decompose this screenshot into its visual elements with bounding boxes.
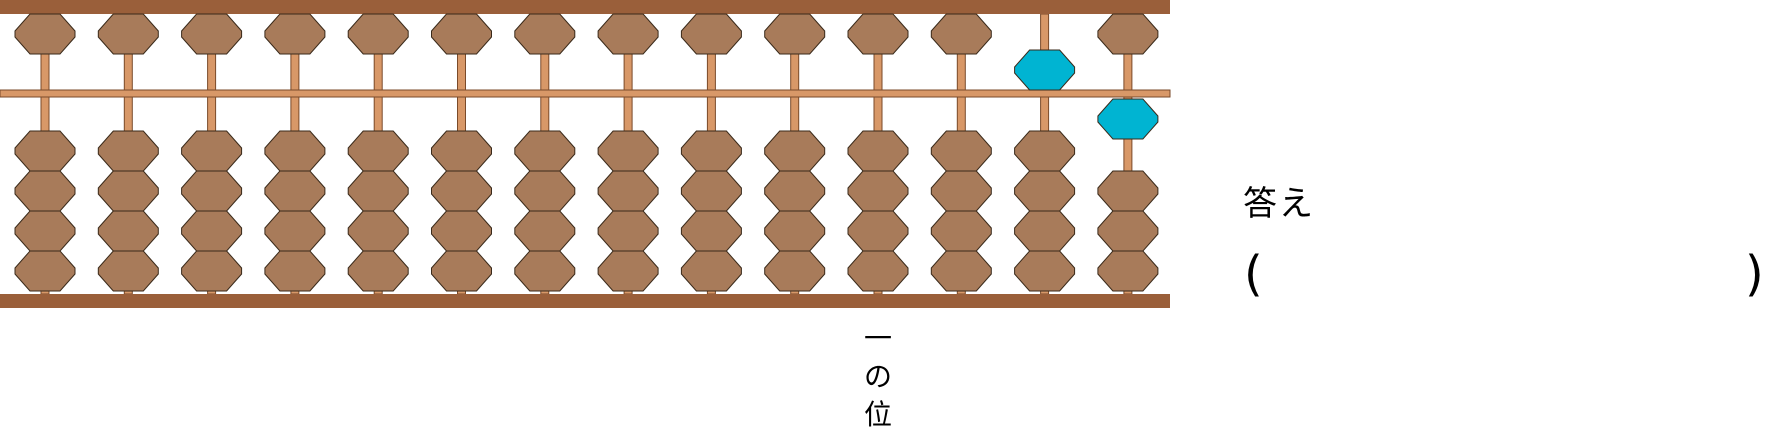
abacus-lower-bead-14-4	[1097, 250, 1159, 292]
abacus-lower-bead-10-4	[764, 250, 826, 292]
abacus-lower-bead-9-2	[680, 170, 742, 212]
abacus-beads	[14, 13, 1159, 292]
abacus-lower-bead-7-3	[514, 210, 576, 252]
answer-blank[interactable]	[1280, 252, 1730, 302]
abacus-upper-bead-14	[1097, 13, 1159, 55]
abacus-lower-bead-7-4	[514, 250, 576, 292]
abacus-upper-bead-9	[680, 13, 742, 55]
abacus-lower-bead-4-4	[264, 250, 326, 292]
abacus-lower-bead-2-2	[97, 170, 159, 212]
abacus-lower-bead-14-3	[1097, 210, 1159, 252]
abacus-lower-bead-1-3	[14, 210, 76, 252]
abacus-lower-bead-8-4	[597, 250, 659, 292]
abacus-lower-bead-13-1	[1014, 130, 1076, 172]
abacus-upper-bead-10	[764, 13, 826, 55]
abacus-lower-bead-6-3	[431, 210, 492, 252]
abacus-lower-bead-14-2	[1097, 170, 1159, 212]
abacus-lower-bead-5-1	[347, 130, 409, 172]
abacus-upper-bead-12	[930, 13, 992, 55]
abacus-upper-bead-6	[431, 13, 492, 55]
abacus-lower-bead-4-1	[264, 130, 326, 172]
unit-place-label-line1: 一	[863, 322, 892, 355]
abacus-lower-bead-2-1	[97, 130, 159, 172]
abacus-lower-bead-2-3	[97, 210, 159, 252]
abacus-upper-bead-13	[1014, 49, 1076, 91]
answer-close-paren: )	[1745, 246, 1764, 302]
abacus-lower-bead-3-1	[181, 130, 243, 172]
abacus-lower-bead-9-1	[680, 130, 742, 172]
abacus-lower-bead-14-1	[1097, 98, 1159, 140]
abacus-lower-bead-4-2	[264, 170, 326, 212]
abacus-lower-bead-11-3	[847, 210, 909, 252]
answer-open-paren: (	[1244, 246, 1263, 302]
abacus-lower-bead-12-1	[930, 130, 992, 172]
abacus-lower-bead-2-4	[97, 250, 159, 292]
abacus-bottom-frame	[0, 294, 1170, 308]
abacus-lower-bead-13-2	[1014, 170, 1076, 212]
abacus-lower-bead-11-1	[847, 130, 909, 172]
abacus-lower-bead-3-4	[181, 250, 243, 292]
abacus-lower-bead-11-4	[847, 250, 909, 292]
abacus-lower-bead-5-2	[347, 170, 409, 212]
abacus-upper-bead-5	[347, 13, 409, 55]
abacus-upper-bead-4	[264, 13, 326, 55]
abacus-lower-bead-8-2	[597, 170, 659, 212]
abacus-lower-bead-8-3	[597, 210, 659, 252]
abacus-lower-bead-6-1	[431, 130, 492, 172]
abacus-upper-bead-1	[14, 13, 76, 55]
abacus-lower-bead-12-3	[930, 210, 992, 252]
abacus-lower-bead-12-2	[930, 170, 992, 212]
abacus-upper-bead-11	[847, 13, 909, 55]
abacus-lower-bead-10-2	[764, 170, 826, 212]
abacus-lower-bead-6-2	[431, 170, 492, 212]
abacus-upper-bead-3	[181, 13, 243, 55]
abacus-lower-bead-13-4	[1014, 250, 1076, 292]
unit-place-label-line2: の	[863, 360, 892, 393]
abacus-lower-bead-10-1	[764, 130, 826, 172]
abacus-lower-bead-7-2	[514, 170, 576, 212]
abacus-lower-bead-3-3	[181, 210, 243, 252]
abacus-lower-bead-3-2	[181, 170, 243, 212]
answer-label: 答え	[1243, 184, 1315, 224]
abacus-top-frame	[0, 0, 1170, 14]
abacus-lower-bead-1-4	[14, 250, 76, 292]
abacus-lower-bead-1-2	[14, 170, 76, 212]
abacus-lower-bead-13-3	[1014, 210, 1076, 252]
abacus-upper-bead-8	[597, 13, 659, 55]
abacus-lower-bead-11-2	[847, 170, 909, 212]
abacus-lower-bead-9-3	[680, 210, 742, 252]
abacus-lower-bead-1-1	[14, 130, 76, 172]
abacus-lower-bead-4-3	[264, 210, 326, 252]
abacus-lower-bead-7-1	[514, 130, 576, 172]
abacus-upper-bead-7	[514, 13, 576, 55]
unit-place-label-line3: 位	[863, 398, 892, 431]
abacus-lower-bead-6-4	[431, 250, 492, 292]
abacus-reckoning-bar	[0, 89, 1171, 98]
abacus-lower-bead-5-4	[347, 250, 409, 292]
abacus-lower-bead-12-4	[930, 250, 992, 292]
unit-place-label: 一 の 位	[858, 320, 898, 434]
abacus-upper-bead-2	[97, 13, 159, 55]
abacus-lower-bead-8-1	[597, 130, 659, 172]
abacus-lower-bead-9-4	[680, 250, 742, 292]
abacus-lower-bead-10-3	[764, 210, 826, 252]
abacus	[0, 0, 1171, 308]
abacus-lower-bead-5-3	[347, 210, 409, 252]
